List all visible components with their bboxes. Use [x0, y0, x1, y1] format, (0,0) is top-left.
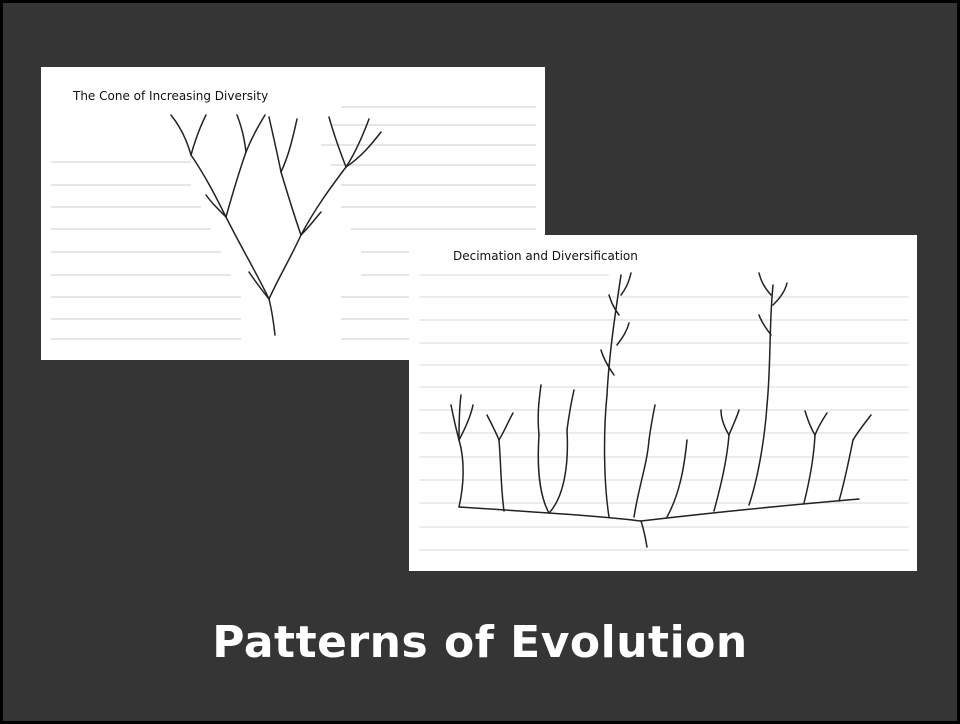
decimation-figure-title: Decimation and Diversification: [453, 249, 638, 263]
decimation-diversification-figure: Decimation and Diversification: [409, 235, 917, 571]
slide-title: Patterns of Evolution: [3, 617, 957, 668]
cone-figure-title: The Cone of Increasing Diversity: [73, 89, 268, 103]
decimation-tree-drawing: [409, 235, 917, 571]
slide: The Cone of Increasing Diversity: [3, 3, 957, 721]
